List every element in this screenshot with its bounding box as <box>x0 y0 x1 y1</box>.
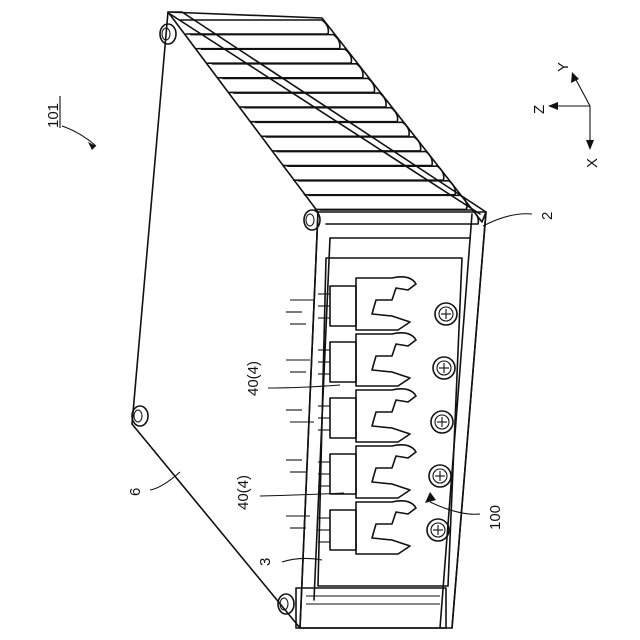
fin <box>277 152 432 166</box>
leader-6 <box>150 472 180 490</box>
screw <box>433 357 455 379</box>
bottom-frame <box>296 588 446 628</box>
switch-module <box>318 389 416 442</box>
corner-bolt <box>132 406 148 426</box>
heat-sink-fins <box>180 20 478 224</box>
corner-bolt <box>160 24 176 44</box>
leader-2 <box>483 214 532 226</box>
fin <box>309 195 467 209</box>
leader-100 <box>430 502 480 514</box>
screw <box>427 519 449 541</box>
switch-module <box>318 445 416 498</box>
fin <box>212 64 363 78</box>
switch-module <box>318 501 416 554</box>
corner-bolts <box>132 24 320 614</box>
front-panel <box>300 212 486 628</box>
ref-3: 3 <box>257 558 274 566</box>
fin <box>202 49 352 63</box>
ref-6: 6 <box>127 488 144 496</box>
fin <box>266 137 421 151</box>
axis-x-label: X <box>584 158 601 168</box>
ref-40a: 40(4) <box>245 361 262 396</box>
fin <box>245 108 398 122</box>
switch-module <box>318 333 416 386</box>
leader-101 <box>62 126 96 146</box>
ref-2: 2 <box>539 212 556 220</box>
axis-y-label: Y <box>555 62 572 72</box>
axis-z-label: Z <box>531 105 548 114</box>
screw <box>435 303 457 325</box>
ref-40b: 40(4) <box>235 475 252 510</box>
screw <box>431 411 453 433</box>
fin <box>255 122 409 136</box>
leader-40a <box>268 385 340 388</box>
ref-100: 100 <box>487 505 504 530</box>
y-axis-arrow <box>574 76 590 106</box>
cover-plate <box>132 12 318 628</box>
mounting-screws <box>427 303 457 541</box>
fin <box>223 78 374 92</box>
screw <box>429 465 451 487</box>
switch-module <box>318 277 416 330</box>
axis-indicator: X Z Y <box>531 62 601 168</box>
switch-modules <box>318 277 416 554</box>
fin <box>180 20 328 34</box>
